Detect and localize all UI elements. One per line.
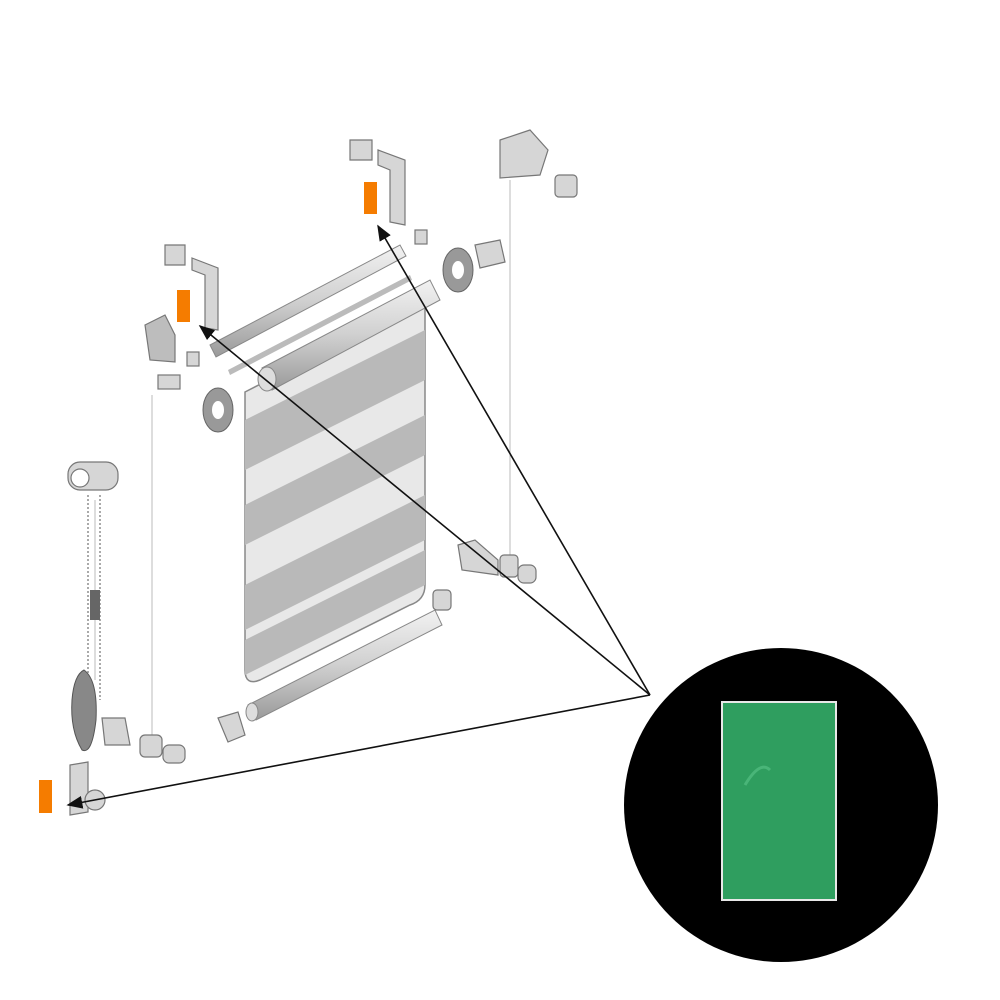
blind-fabric: [244, 298, 426, 683]
arrow: [377, 224, 651, 696]
hardware-parts: [67, 129, 578, 816]
upper-rail: [209, 244, 412, 375]
bottom-bar: [245, 609, 443, 722]
inset-detail: [624, 648, 938, 962]
bead-chain: [71, 495, 101, 752]
washers: [202, 247, 474, 433]
pointer-arrows: [66, 224, 651, 809]
orange-markers: [39, 182, 377, 813]
orange-marker: [39, 780, 52, 813]
green-sticker: [721, 701, 837, 901]
arrow: [198, 324, 651, 696]
orange-marker: [177, 290, 190, 322]
orange-marker: [364, 182, 377, 214]
arrow: [66, 694, 651, 809]
